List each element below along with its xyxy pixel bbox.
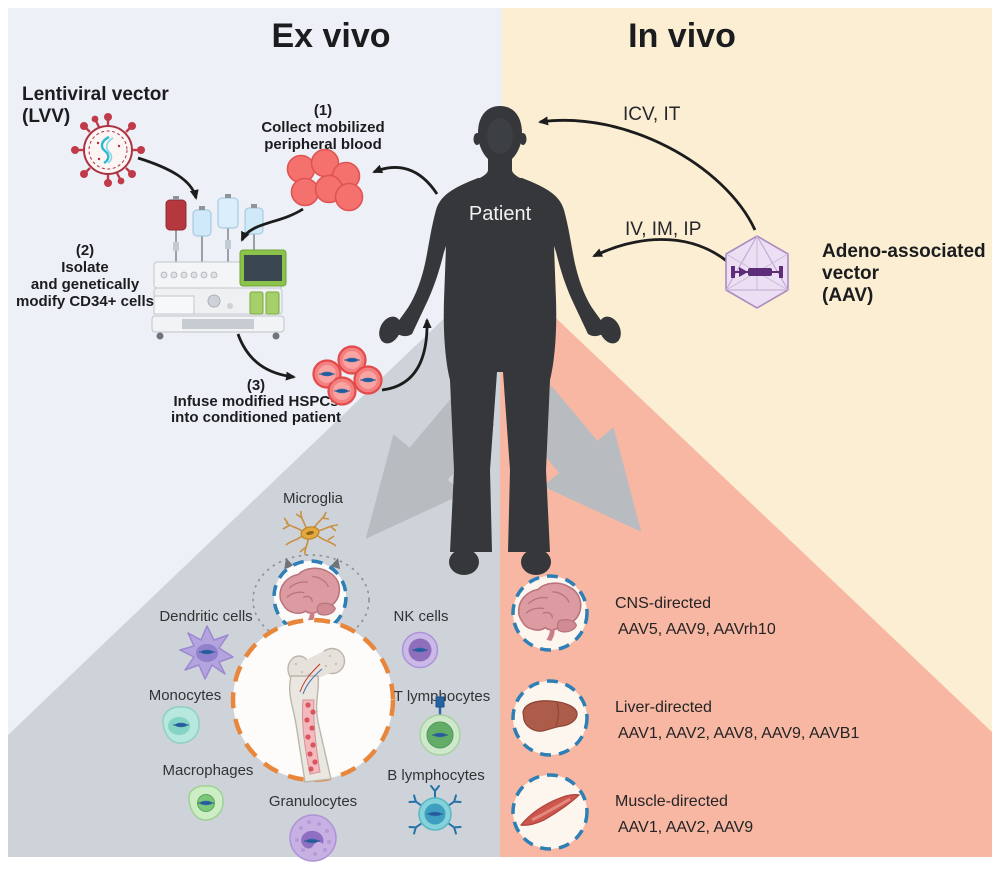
step1-line1: Collect mobilized: [261, 119, 384, 136]
aav-genome-icon: [731, 266, 783, 278]
granulocytes-label: Granulocytes: [269, 793, 357, 810]
cns-directed-label: CNS-directed: [615, 595, 711, 612]
migration-dotted-path: [252, 554, 370, 646]
step2-label: (2) Isolate and genetically modify CD34+…: [16, 242, 154, 310]
arrow-hspc-to-patient: [381, 318, 432, 392]
granulocyte-icon: [289, 814, 337, 862]
muscle-icon: [519, 794, 581, 826]
arrow-blood-to-machine: [240, 207, 304, 242]
modified-hspc-cells-icon: [312, 345, 383, 406]
femur-bone-marrow-icon: [287, 647, 346, 783]
ex-vivo-title: Ex vivo: [271, 17, 390, 55]
monocytes-label: Monocytes: [149, 687, 222, 704]
lvv-label-line1: Lentiviral vector: [22, 84, 169, 105]
step2-line1: Isolate: [61, 259, 109, 276]
microglia-label: Microglia: [283, 490, 344, 507]
step1-line2: peripheral blood: [264, 136, 382, 153]
systemic-routes-label: IV, IM, IP: [625, 219, 701, 240]
in-vivo-wedge: [500, 265, 992, 857]
step3-label: (3) Infuse modified HSPCs into condition…: [171, 377, 341, 426]
liver-target-row: Liver-directed AAV1, AAV2, AAV8, AAV9, A…: [511, 679, 859, 757]
step1-label: (1) Collect mobilized peripheral blood: [261, 102, 384, 153]
liver-icon: [522, 700, 578, 732]
muscle-serotypes: AAV1, AAV2, AAV9: [618, 819, 753, 836]
migration-arrowhead-right-icon: [330, 558, 341, 569]
muscle-target-row: Muscle-directed AAV1, AAV2, AAV9: [511, 773, 753, 851]
t-lymphocyte-icon: [419, 696, 461, 756]
brain-circle-left: [272, 559, 348, 635]
cns-routes-label: ICV, IT: [623, 104, 681, 125]
nk-cells-label: NK cells: [393, 608, 448, 625]
step2-line2: and genetically: [31, 276, 140, 293]
step2-number: (2): [76, 242, 94, 259]
peripheral-blood-cells-icon: [286, 148, 364, 212]
dendritic-cell-icon: [179, 625, 234, 680]
muscle-circle: [511, 773, 589, 851]
step2-line3: modify CD34+ cells: [16, 293, 154, 310]
aav-capsid-icon: [725, 234, 789, 309]
b-lymphocyte-icon: [408, 785, 462, 835]
liver-serotypes: AAV1, AAV2, AAV8, AAV9, AAVB1: [618, 725, 859, 742]
step3-line1: Infuse modified HSPCs: [173, 393, 338, 410]
step3-number: (3): [247, 377, 265, 394]
in-vivo-title: In vivo: [628, 17, 736, 55]
b-lymphocytes-label: B lymphocytes: [387, 767, 485, 784]
lvv-label-line2: (LVV): [22, 106, 70, 127]
patient-label: Patient: [469, 203, 532, 225]
dendritic-cells-label: Dendritic cells: [159, 608, 252, 625]
liver-circle: [511, 679, 589, 757]
bone-marrow-circle: [230, 617, 396, 783]
cns-serotypes: AAV5, AAV9, AAVrh10: [618, 621, 776, 638]
arrow-lvv-to-machine: [137, 156, 199, 200]
cell-processing-machine-icon: [151, 194, 287, 340]
step1-number: (1): [314, 102, 332, 119]
aav-label-line1: Adeno-associated: [822, 241, 986, 262]
nk-cell-icon: [401, 631, 439, 669]
cns-target-row: CNS-directed AAV5, AAV9, AAVrh10: [511, 574, 776, 652]
arrow-machine-to-hspc: [236, 333, 296, 381]
microglia-icon: [282, 510, 339, 556]
cns-circle: [511, 574, 589, 652]
macrophages-label: Macrophages: [163, 762, 254, 779]
aav-label-line3: (AAV): [822, 285, 873, 306]
arrow-aav-to-head: [538, 116, 757, 231]
lentiviral-vector-icon: [71, 113, 145, 187]
monocyte-icon: [162, 706, 200, 744]
patient-silhouette: Patient: [379, 106, 621, 575]
step3-line2: into conditioned patient: [171, 409, 341, 426]
aav-label-line2: vector: [822, 263, 880, 284]
liver-directed-label: Liver-directed: [615, 699, 712, 716]
macrophage-icon: [188, 785, 224, 821]
arrow-patient-to-blood: [372, 164, 439, 195]
muscle-directed-label: Muscle-directed: [615, 793, 728, 810]
arrow-aav-to-body: [592, 238, 729, 264]
